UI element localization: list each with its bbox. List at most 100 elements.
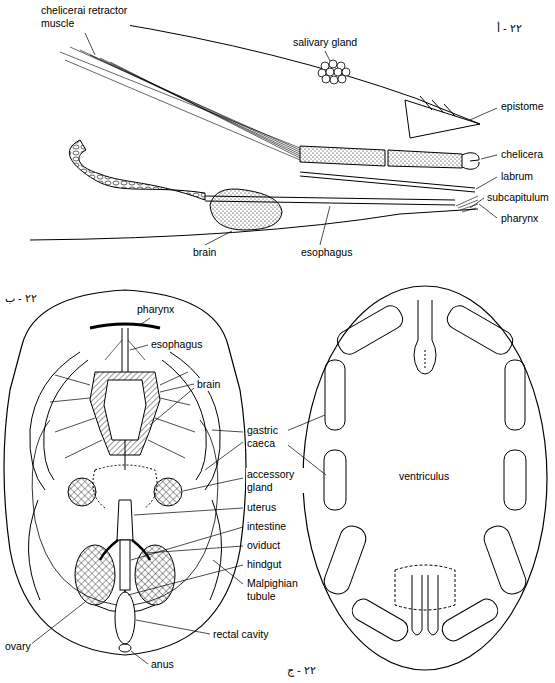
- figure-number: ٢٢ - ج: [286, 664, 317, 677]
- leader-line: [140, 318, 150, 325]
- panel-b-organs: [68, 478, 96, 506]
- part-label: pharynx: [136, 303, 175, 316]
- leader-line: [30, 318, 326, 664]
- leader-line: [183, 478, 243, 491]
- leader-line: [128, 565, 243, 595]
- panel-b-organs: [75, 545, 115, 605]
- part-label: salivary gland: [292, 36, 358, 49]
- leader-line: [470, 108, 497, 120]
- part-label: brain: [192, 246, 217, 259]
- leader-line: [284, 415, 325, 432]
- leader-line: [160, 384, 194, 392]
- panel-a-section: [460, 204, 478, 210]
- panel-a-section: [110, 22, 480, 124]
- panel-c-gut: [349, 595, 412, 644]
- panel-a-section: [80, 50, 300, 152]
- panel-a-section: [329, 60, 337, 68]
- panel-b-organs: [4, 290, 326, 664]
- panel-c-gut: [321, 523, 369, 598]
- panel-a-section: [100, 58, 300, 156]
- part-label: Malpighian tubule: [246, 577, 310, 602]
- leader-line: [325, 51, 330, 61]
- panel-a-section: [462, 153, 479, 170]
- figure-number: ٢٢ - ب: [4, 292, 38, 305]
- leader-line: [205, 231, 232, 245]
- panel-b-organs: [90, 324, 160, 328]
- panel-a-section: [60, 47, 300, 160]
- panel-b-organs: [44, 360, 88, 480]
- part-label: oviduct: [246, 539, 281, 552]
- figure-number: ٢٢ - أ: [496, 22, 523, 35]
- panel-a-section: [462, 208, 476, 212]
- part-label: accessory gland: [246, 468, 304, 493]
- panel-a-section: [300, 172, 475, 192]
- panel-b-organs: [155, 418, 195, 432]
- part-label: esophagus: [150, 338, 203, 351]
- panel-c-gut: [444, 302, 517, 358]
- panel-a-section: [420, 96, 455, 116]
- leader-line: [30, 602, 85, 645]
- panel-b-organs: [170, 352, 220, 490]
- panel-c-gut: [428, 575, 438, 635]
- panel-b-organs: [122, 328, 128, 372]
- panel-c-gut: [324, 450, 346, 510]
- part-label: anus: [150, 658, 175, 671]
- part-label: uterus: [246, 501, 277, 514]
- panel-b-organs: [115, 592, 135, 644]
- panel-c-gut: [395, 565, 455, 610]
- panel-b-organs: [160, 372, 188, 385]
- panel-c-gut: [414, 300, 436, 374]
- leader-line: [476, 177, 497, 189]
- part-label: gastric caeca: [246, 424, 288, 449]
- panel-a-section: [318, 60, 350, 84]
- panel-a-section: [405, 100, 480, 138]
- panel-a-section: [205, 196, 455, 205]
- panel-a-section: [322, 75, 330, 83]
- part-label: hindgut: [246, 558, 282, 571]
- panel-b-organs: [120, 540, 130, 590]
- part-label: epistome: [500, 100, 545, 113]
- panel-c-gut: [425, 350, 426, 368]
- panel-a-section: [338, 75, 346, 83]
- part-label: ventriculus: [398, 470, 450, 483]
- panel-b-organs: [55, 375, 90, 385]
- panel-c-gut: [505, 360, 525, 430]
- part-label: brain: [196, 378, 221, 391]
- panel-c-gut: [334, 302, 407, 358]
- leader-line: [212, 430, 243, 432]
- part-label: labrum: [500, 170, 534, 183]
- leader-line: [134, 508, 243, 515]
- panel-b-organs: [117, 500, 133, 540]
- part-label: subcapitulum: [486, 191, 550, 204]
- leader-line: [320, 206, 330, 245]
- panel-b-organs: [135, 545, 175, 605]
- panel-b-organs: [125, 440, 126, 470]
- panel-b-organs: [55, 418, 95, 432]
- panel-c-gut: [439, 595, 502, 644]
- panel-b-organs: [50, 398, 90, 402]
- panel-a-section: [30, 22, 497, 245]
- part-label: ovary: [4, 640, 32, 653]
- panel-b-organs: [154, 478, 182, 506]
- leader-line: [131, 527, 243, 560]
- part-label: chelicera: [500, 148, 544, 161]
- panel-b-organs: [32, 420, 117, 605]
- panel-c-gut: [412, 575, 422, 635]
- panel-a-section: [456, 196, 478, 212]
- panel-b-organs: [104, 380, 146, 440]
- panel-a-section: [65, 60, 300, 160]
- leader-line: [131, 651, 148, 664]
- panel-c-gut: [504, 450, 526, 510]
- panel-c-gut: [481, 523, 529, 598]
- part-label: pharynx: [500, 212, 539, 225]
- panel-a-section: [210, 189, 282, 230]
- leader-line: [136, 620, 210, 634]
- part-label: chelicerai retractor muscle: [40, 4, 130, 29]
- panel-b-organs: [65, 440, 102, 458]
- part-label: esophagus: [300, 246, 353, 259]
- panel-a-section: [388, 150, 462, 168]
- leader-line: [130, 345, 148, 350]
- leader-line: [85, 33, 95, 55]
- leader-line: [479, 204, 497, 218]
